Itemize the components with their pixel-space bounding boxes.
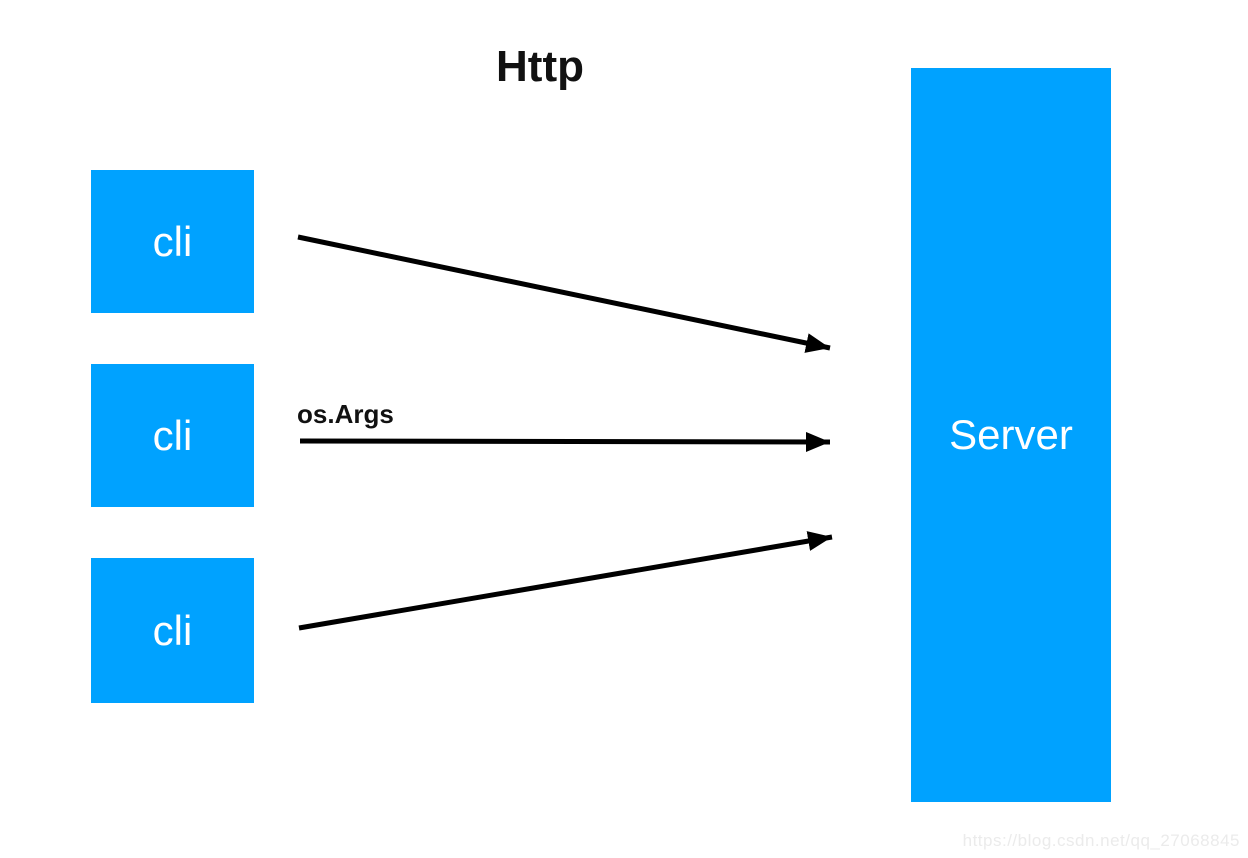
client-node-1: cli xyxy=(91,170,254,313)
client-node-3: cli xyxy=(91,558,254,703)
client-node-3-label: cli xyxy=(152,606,193,654)
arrow-client2-to-server xyxy=(299,431,831,452)
diagram-title: Http xyxy=(496,42,584,91)
server-node: Server xyxy=(911,68,1111,802)
arrow-label-os-args: os.Args xyxy=(297,399,394,429)
client-node-2-label: cli xyxy=(152,411,193,459)
arrow-client3-to-server xyxy=(298,531,833,631)
client-node-1-label: cli xyxy=(152,217,193,265)
arrow-client1-to-server xyxy=(297,234,831,353)
server-node-label: Server xyxy=(949,411,1073,458)
client-node-2: cli xyxy=(91,364,254,507)
watermark: https://blog.csdn.net/qq_27068845 xyxy=(962,831,1240,850)
